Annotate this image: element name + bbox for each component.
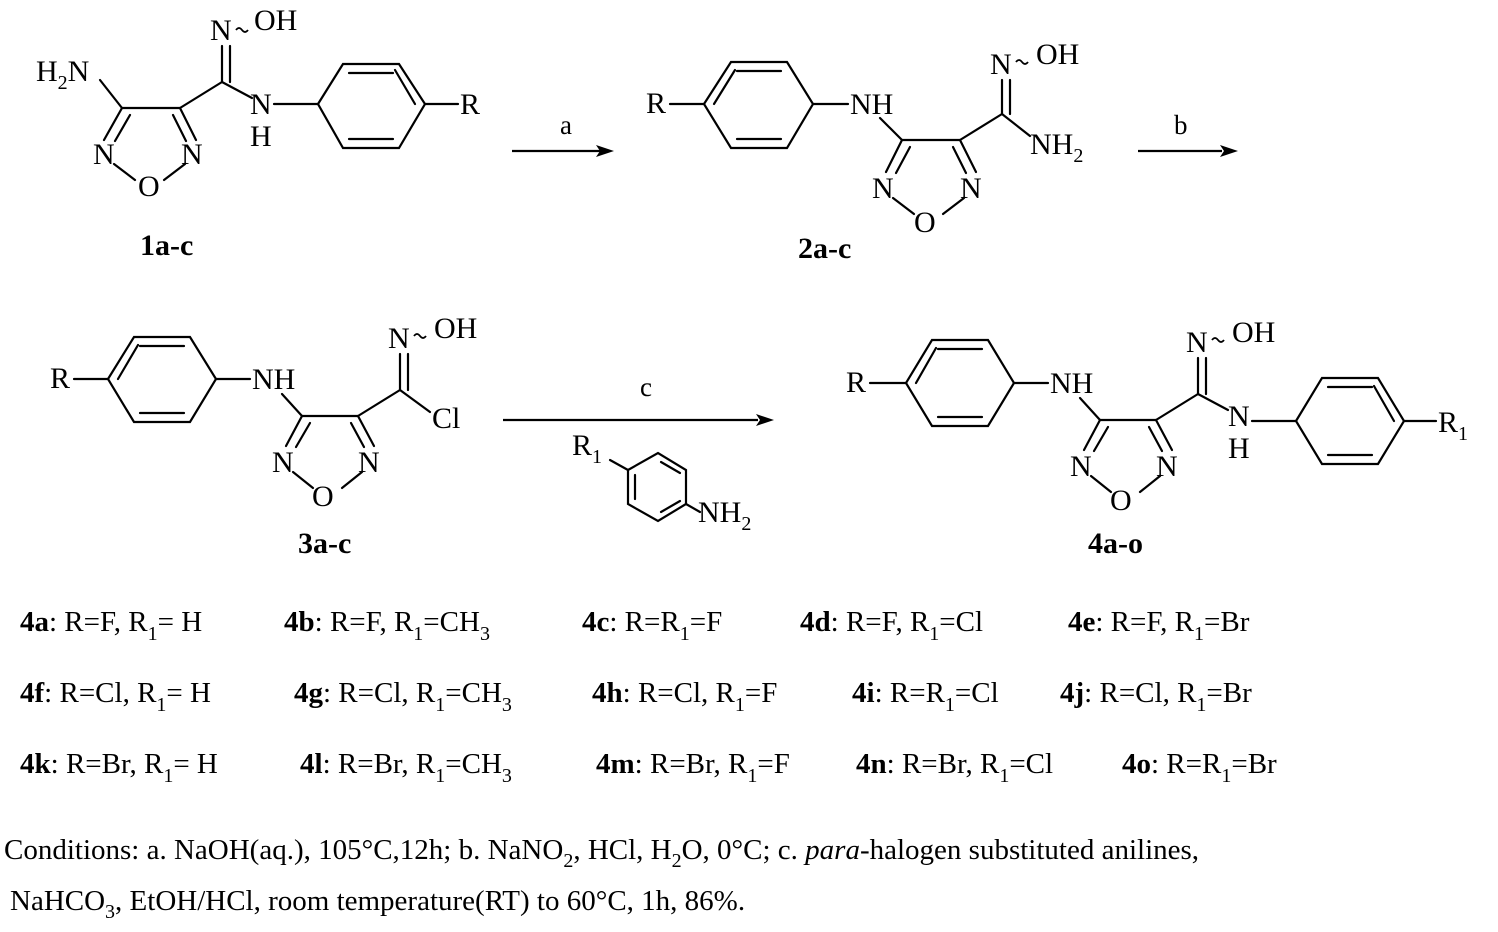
ring-o: O: [138, 170, 160, 203]
compound-label-4: 4a-o: [1088, 527, 1143, 560]
step-label-b: b: [1174, 110, 1188, 140]
chloro: Cl: [432, 402, 460, 435]
ring-o: O: [914, 206, 936, 239]
oxime-n: N: [210, 14, 232, 47]
ring-n-left: N: [1070, 450, 1092, 483]
amide-nh2: NH2: [1030, 128, 1083, 167]
compound-1-structure: H2N N N O N OH N H R: [36, 4, 480, 203]
substituent-r: R: [646, 87, 666, 120]
oxime-oh: OH: [1036, 38, 1079, 71]
compound-label-3: 3a-c: [298, 527, 351, 560]
variant-4b: 4b: R=F, R1=CH3: [284, 606, 490, 645]
variant-4o: 4o: R=R1=Br: [1122, 748, 1277, 787]
ring-n-left: N: [272, 446, 294, 479]
arrow-step-c: c R1 NH2: [503, 372, 774, 535]
ring-n-right: N: [1156, 450, 1178, 483]
amide-n: N: [1228, 400, 1250, 433]
substituent-r: R: [50, 362, 70, 395]
variant-4l: 4l: R=Br, R1=CH3: [300, 748, 512, 787]
oxime-n: N: [388, 322, 410, 355]
substituent-r1: R1: [1438, 406, 1468, 445]
variant-4j: 4j: R=Cl, R1=Br: [1060, 677, 1252, 716]
reagent-nh2: NH2: [698, 496, 751, 535]
oxime-n: N: [990, 48, 1012, 81]
variant-4g: 4g: R=Cl, R1=CH3: [294, 677, 512, 716]
ring-n-right: N: [358, 446, 380, 479]
step-label-c: c: [640, 372, 652, 402]
compound-label-2: 2a-c: [798, 232, 851, 265]
atom-h2n: H2N: [36, 55, 89, 94]
compound-3-structure: R NH N N O N OH Cl: [50, 312, 477, 513]
variant-4e: 4e: R=F, R1=Br: [1068, 606, 1250, 645]
substituent-r: R: [846, 366, 866, 399]
variant-4d: 4d: R=F, R1=Cl: [800, 606, 983, 645]
conditions-line-1: Conditions: a. NaOH(aq.), 105°C,12h; b. …: [4, 834, 1199, 872]
substituent-r: R: [460, 88, 480, 121]
ring-n-right: N: [960, 172, 982, 205]
step-label-a: a: [560, 110, 572, 140]
compound-label-1: 1a-c: [140, 229, 193, 262]
ring-n-left: N: [93, 138, 115, 171]
variant-4i: 4i: R=R1=Cl: [852, 677, 999, 716]
amine-nh: NH: [850, 88, 893, 121]
variant-4h: 4h: R=Cl, R1=F: [592, 677, 777, 716]
variant-4c: 4c: R=R1=F: [582, 606, 722, 645]
compound-4-structure: R NH N N O N OH N H R1: [846, 316, 1468, 517]
ring-n-left: N: [872, 172, 894, 205]
oxime-oh: OH: [254, 4, 297, 37]
ring-o: O: [1110, 484, 1132, 517]
amine-nh: NH: [1050, 367, 1093, 400]
reagent-r1: R1: [572, 429, 602, 468]
compound-2-structure: R NH N N O N OH NH2: [646, 38, 1083, 239]
variant-4n: 4n: R=Br, R1=Cl: [856, 748, 1053, 787]
variant-4k: 4k: R=Br, R1= H: [20, 748, 218, 787]
ring-n-right: N: [181, 138, 203, 171]
amide-h: H: [250, 120, 272, 153]
arrow-step-b: b: [1138, 110, 1238, 157]
variant-4m: 4m: R=Br, R1=F: [596, 748, 790, 787]
variant-4a: 4a: R=F, R1= H: [20, 606, 202, 645]
variant-4f: 4f: R=Cl, R1= H: [20, 677, 211, 716]
conditions-line-2: NaHCO3, EtOH/HCl, room temperature(RT) t…: [10, 885, 745, 923]
arrow-step-a: a: [512, 110, 614, 157]
oxime-oh: OH: [1232, 316, 1275, 349]
oxime-n: N: [1186, 326, 1208, 359]
amide-n: N: [250, 88, 272, 121]
substituent-variants: 4a: R=F, R1= H 4b: R=F, R1=CH3 4c: R=R1=F 4…: [20, 606, 1277, 787]
ring-o: O: [312, 480, 334, 513]
amide-h: H: [1228, 432, 1250, 465]
oxime-oh: OH: [434, 312, 477, 345]
amine-nh: NH: [252, 363, 295, 396]
